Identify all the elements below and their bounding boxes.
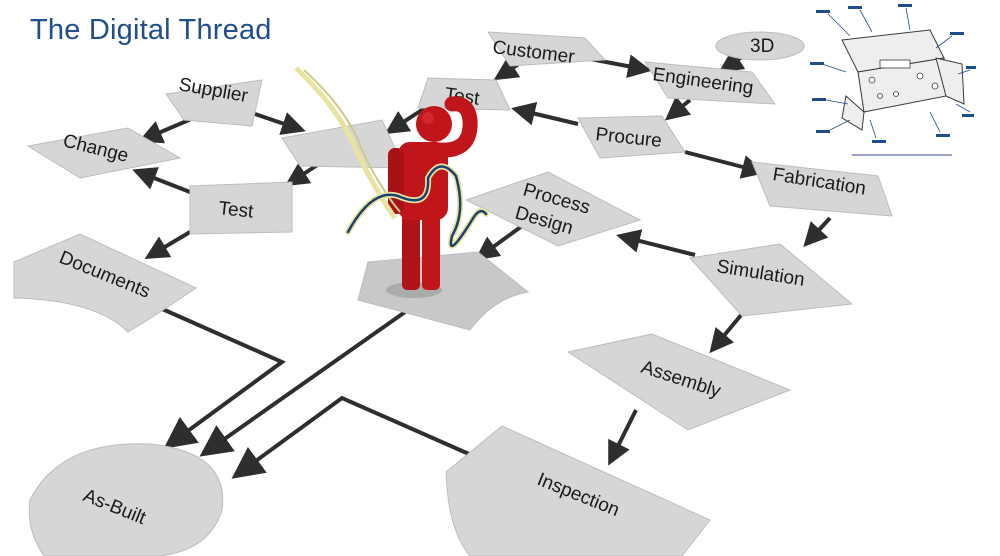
node-inspection: Inspection bbox=[445, 425, 711, 556]
node-customer: Customer bbox=[487, 31, 607, 68]
arrow-procure-fabrication bbox=[684, 150, 766, 179]
digital-thread-line bbox=[294, 66, 489, 249]
node-supplier: Supplier bbox=[165, 74, 263, 127]
node-pedestal bbox=[357, 251, 530, 331]
arrow-test-center bbox=[384, 106, 427, 135]
node-engineering: Engineering bbox=[644, 61, 777, 105]
node-fabrication: Fabrication bbox=[751, 161, 893, 217]
arrow-test-change bbox=[132, 167, 191, 194]
arrow-documents-asbuilt bbox=[159, 306, 286, 449]
arrow-test-documents bbox=[144, 230, 192, 260]
node-as-built: As-Built bbox=[28, 443, 224, 556]
arrow-supplier-center bbox=[254, 112, 306, 135]
cad-drawing-icon bbox=[808, 2, 978, 162]
arrow-pedestal-asbuilt bbox=[199, 310, 407, 457]
node-3d: 3D bbox=[715, 31, 805, 61]
node-process-design: Process Design bbox=[464, 171, 642, 247]
arrow-assembly-inspection bbox=[608, 409, 638, 466]
node-assembly: Assembly bbox=[566, 333, 792, 431]
arrow-procure-test bbox=[511, 101, 579, 126]
arrow-fabrication-simulation bbox=[803, 216, 832, 247]
arrow-inspection-asbuilt bbox=[231, 395, 479, 479]
node-change: Change bbox=[26, 127, 182, 179]
page-title: The Digital Thread bbox=[30, 14, 272, 46]
arrow-simulation-assembly bbox=[709, 312, 744, 354]
node-documents: Documents bbox=[13, 233, 198, 333]
node-procure: Procure bbox=[577, 115, 686, 159]
node-test-left: Test bbox=[189, 181, 293, 235]
arrow-engineering-procure bbox=[664, 96, 692, 121]
label-3d: 3D bbox=[750, 36, 774, 57]
node-simulation: Simulation bbox=[689, 243, 854, 317]
arrow-simulation-process bbox=[616, 229, 696, 257]
arrow-supplier-change bbox=[138, 115, 197, 144]
arrow-process-pedestal bbox=[474, 224, 524, 261]
label-test-left: Test bbox=[217, 198, 255, 223]
